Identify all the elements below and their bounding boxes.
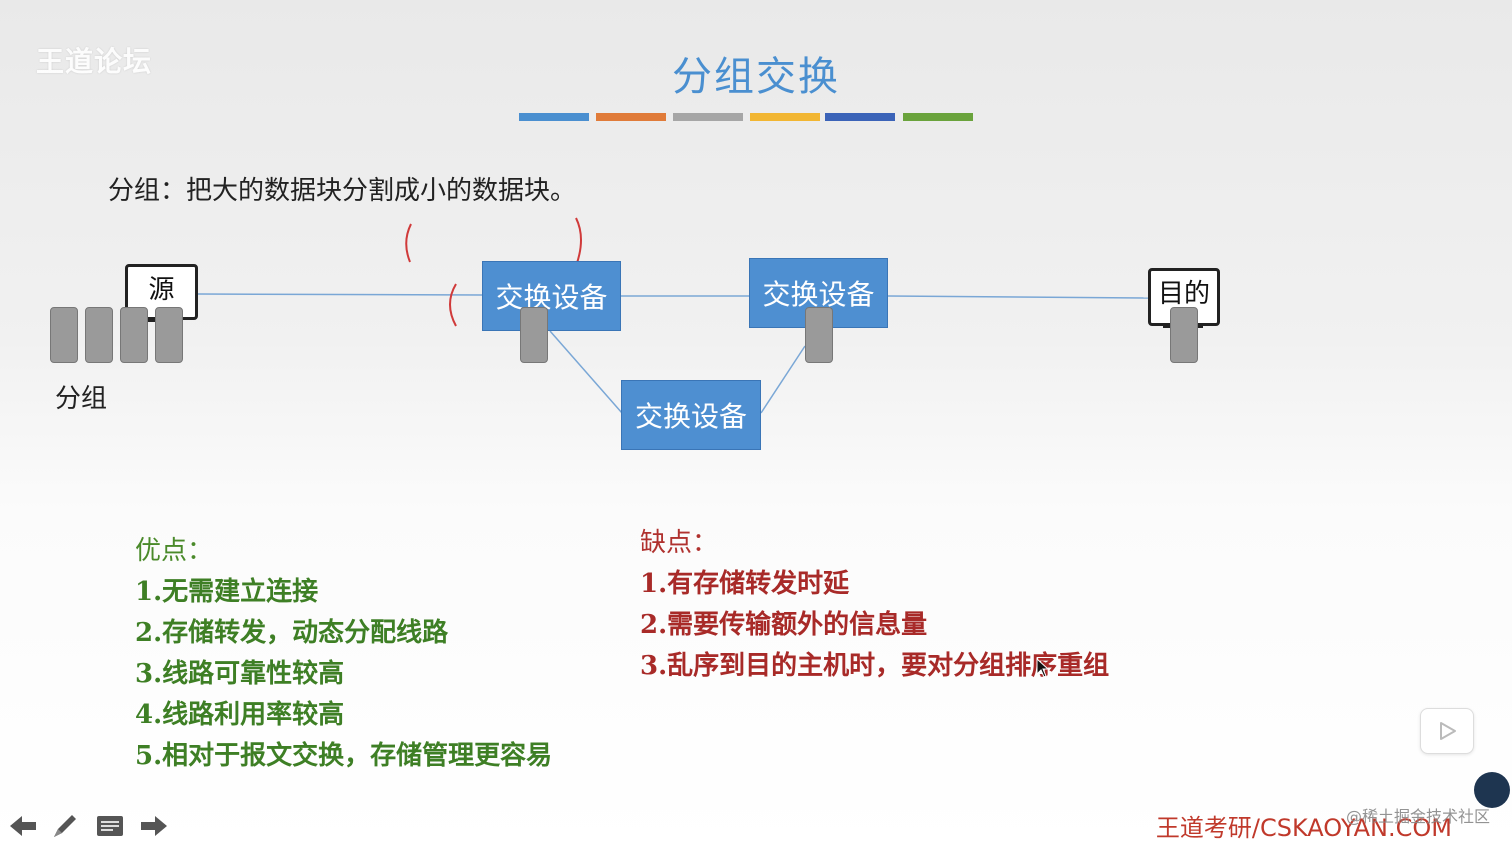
link-switch1-switch3 (549, 330, 623, 414)
switch-device-3: 交换设备 (621, 380, 761, 450)
notes-icon[interactable] (93, 809, 127, 843)
packet (85, 307, 113, 363)
arrow-left-icon[interactable] (6, 809, 40, 843)
link-switch2-dest (886, 295, 1149, 299)
pros-item: 5.相对于报文交换，存储管理更容易 (135, 741, 553, 771)
title-underline-bar (673, 113, 743, 121)
pen-icon[interactable] (48, 809, 82, 843)
title-underline-bar (596, 113, 666, 121)
play-button[interactable] (1420, 708, 1474, 754)
title-underline-bar (750, 113, 820, 121)
title-underline-bar (903, 113, 973, 121)
cons-item: 1.有存储转发时延 (640, 569, 850, 599)
packet (155, 307, 183, 363)
footer-watermark: @稀土掘金技术社区 (1345, 807, 1490, 826)
cons-section: 缺点： 1.有存储转发时延 2.需要传输额外的信息量 3.乱序到目的主机时，要对… (640, 522, 1109, 682)
arrow-right-icon[interactable] (137, 809, 171, 843)
cons-title: 缺点： (640, 528, 719, 558)
pros-item: 3.线路可靠性较高 (135, 659, 345, 689)
slide-title: 分组交换 (672, 54, 840, 100)
packet (1170, 307, 1198, 363)
source-label: 源 (148, 275, 175, 305)
floating-action-button[interactable] (1474, 772, 1510, 808)
pros-item: 2.存储转发，动态分配线路 (135, 618, 449, 648)
cons-item: 3.乱序到目的主机时，要对分组排序重组 (640, 651, 1110, 681)
footer-brand: 王道考研/CSKAOYAN.COM (1155, 814, 1452, 842)
forum-watermark: 王道论坛 (36, 45, 153, 78)
definition-text: 分组：把大的数据块分割成小的数据块。 (108, 176, 577, 206)
play-icon (1440, 722, 1456, 740)
link-switch2-switch3 (760, 345, 806, 414)
switch-label: 交换设备 (762, 278, 875, 311)
title-underline-bar (519, 113, 589, 121)
packet (50, 307, 78, 363)
link-source-switch1 (197, 293, 483, 296)
switch-device-1: 交换设备 (482, 261, 621, 331)
pros-item: 4.线路利用率较高 (135, 700, 345, 730)
destination-label: 目的 (1157, 279, 1210, 309)
pros-item: 1.无需建立连接 (135, 577, 319, 607)
packet (120, 307, 148, 363)
annotation-bracket (405, 223, 412, 263)
annotation-bracket (449, 283, 457, 327)
packet (520, 307, 548, 363)
title-underline-bar (825, 113, 895, 121)
switch-label: 交换设备 (634, 400, 747, 433)
mouse-cursor-icon (1036, 658, 1050, 678)
packets-label: 分组 (55, 384, 108, 414)
packet (805, 307, 833, 363)
pros-title: 优点： (135, 536, 214, 566)
switch-label: 交换设备 (495, 281, 608, 314)
cons-item: 2.需要传输额外的信息量 (640, 610, 928, 640)
pros-section: 优点： 1.无需建立连接 2.存储转发，动态分配线路 3.线路可靠性较高 4.线… (135, 530, 552, 772)
annotation-bracket (575, 217, 582, 267)
